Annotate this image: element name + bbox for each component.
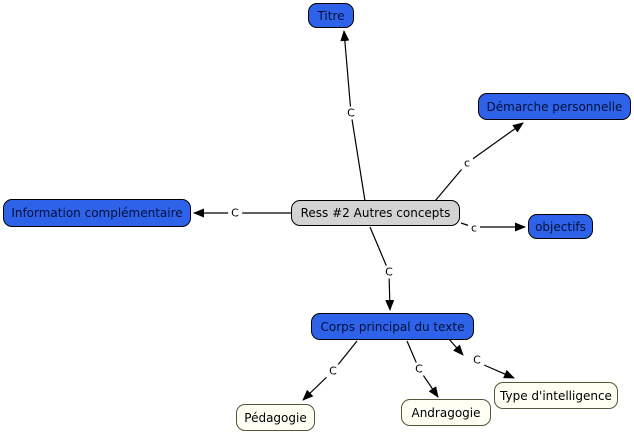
concept-node-objectifs[interactable]: objectifs	[528, 214, 593, 239]
concept-label-titre: Titre	[317, 8, 345, 23]
link-label-corps-type-intelligence[interactable]: C	[470, 353, 484, 367]
concept-label-objectifs: objectifs	[535, 219, 586, 234]
link-label-center-titre[interactable]: C	[344, 106, 358, 120]
concept-node-information-complementaire[interactable]: Information complémentaire	[3, 199, 191, 227]
concept-label-andragogie: Andragogie	[411, 405, 481, 420]
concept-node-type-intelligence[interactable]: Type d'intelligence	[494, 382, 618, 409]
link-line-corps-type-intelligence[interactable]	[447, 337, 515, 379]
link-label-center-corps[interactable]: C	[382, 265, 396, 279]
concept-node-center-ress2-autres-concepts[interactable]: Ress #2 Autres concepts	[291, 200, 460, 226]
link-label-corps-andragogie[interactable]: C	[412, 362, 426, 376]
concept-label-corps-principal: Corps principal du texte	[320, 319, 465, 334]
concept-label-pedagogie: Pédagogie	[244, 410, 307, 425]
concept-node-corps-principal[interactable]: Corps principal du texte	[311, 313, 474, 340]
concept-node-andragogie[interactable]: Andragogie	[401, 399, 491, 426]
concept-node-titre[interactable]: Titre	[308, 3, 354, 28]
concept-label-demarche-personnelle: Démarche personnelle	[486, 99, 623, 114]
concept-label-center: Ress #2 Autres concepts	[300, 206, 451, 220]
link-label-center-objectifs[interactable]: c	[467, 221, 481, 235]
link-line-center-demarche[interactable]	[434, 122, 524, 202]
concept-node-demarche-personnelle[interactable]: Démarche personnelle	[478, 93, 631, 120]
concept-label-type-intelligence: Type d'intelligence	[500, 388, 612, 403]
link-label-center-information[interactable]: C	[228, 206, 242, 220]
link-label-center-demarche[interactable]: c	[460, 156, 474, 170]
link-line-center-titre[interactable]	[340, 30, 366, 202]
concept-node-pedagogie[interactable]: Pédagogie	[236, 404, 315, 431]
concept-label-information-complementaire: Information complémentaire	[11, 206, 183, 220]
link-label-corps-pedagogie[interactable]: C	[326, 364, 340, 378]
